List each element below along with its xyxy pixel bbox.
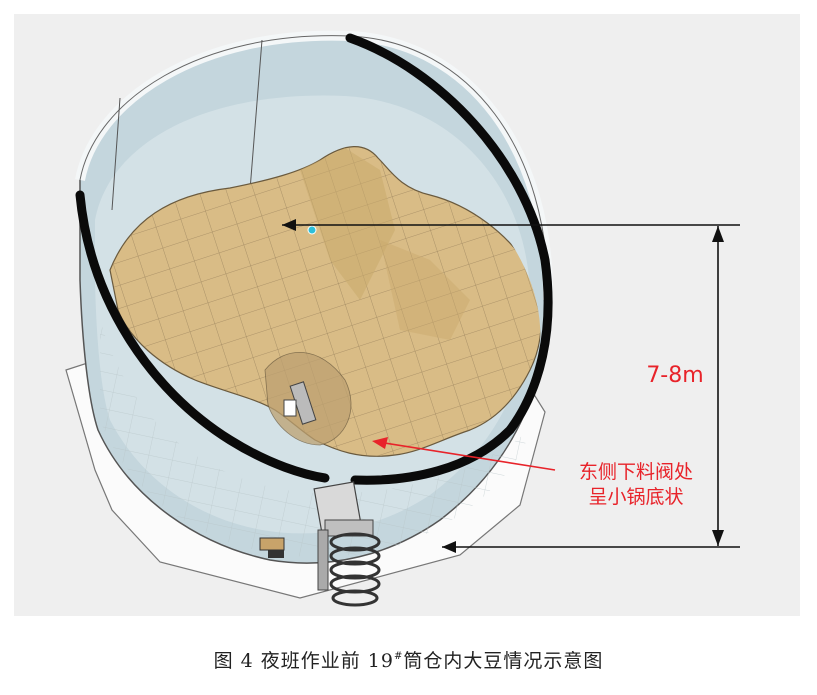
rim-band-right <box>345 33 553 485</box>
caption-suffix: 筒仓内大豆情况示意图 <box>403 650 604 672</box>
silo-lower-cone <box>100 320 530 557</box>
caption-prefix: 图 4 夜班作业前 19 <box>213 650 394 672</box>
coil-spring <box>329 532 381 607</box>
discharge-valve <box>313 481 374 591</box>
annotation-line2: 呈小锅底状 <box>588 486 683 508</box>
rim-band-left <box>75 190 330 483</box>
wall-seam <box>111 97 121 211</box>
access-hatch <box>259 537 285 551</box>
figure-caption: 图 4 夜班作业前 19#筒仓内大豆情况示意图 <box>0 646 817 673</box>
height-label: 7-8m <box>646 363 703 388</box>
wall-seam <box>249 39 263 191</box>
caption-superscript: # <box>393 651 404 662</box>
annotation-line1: 东侧下料阀处 <box>579 461 693 483</box>
annotation-arrow <box>377 441 556 471</box>
center-marker <box>307 225 317 235</box>
